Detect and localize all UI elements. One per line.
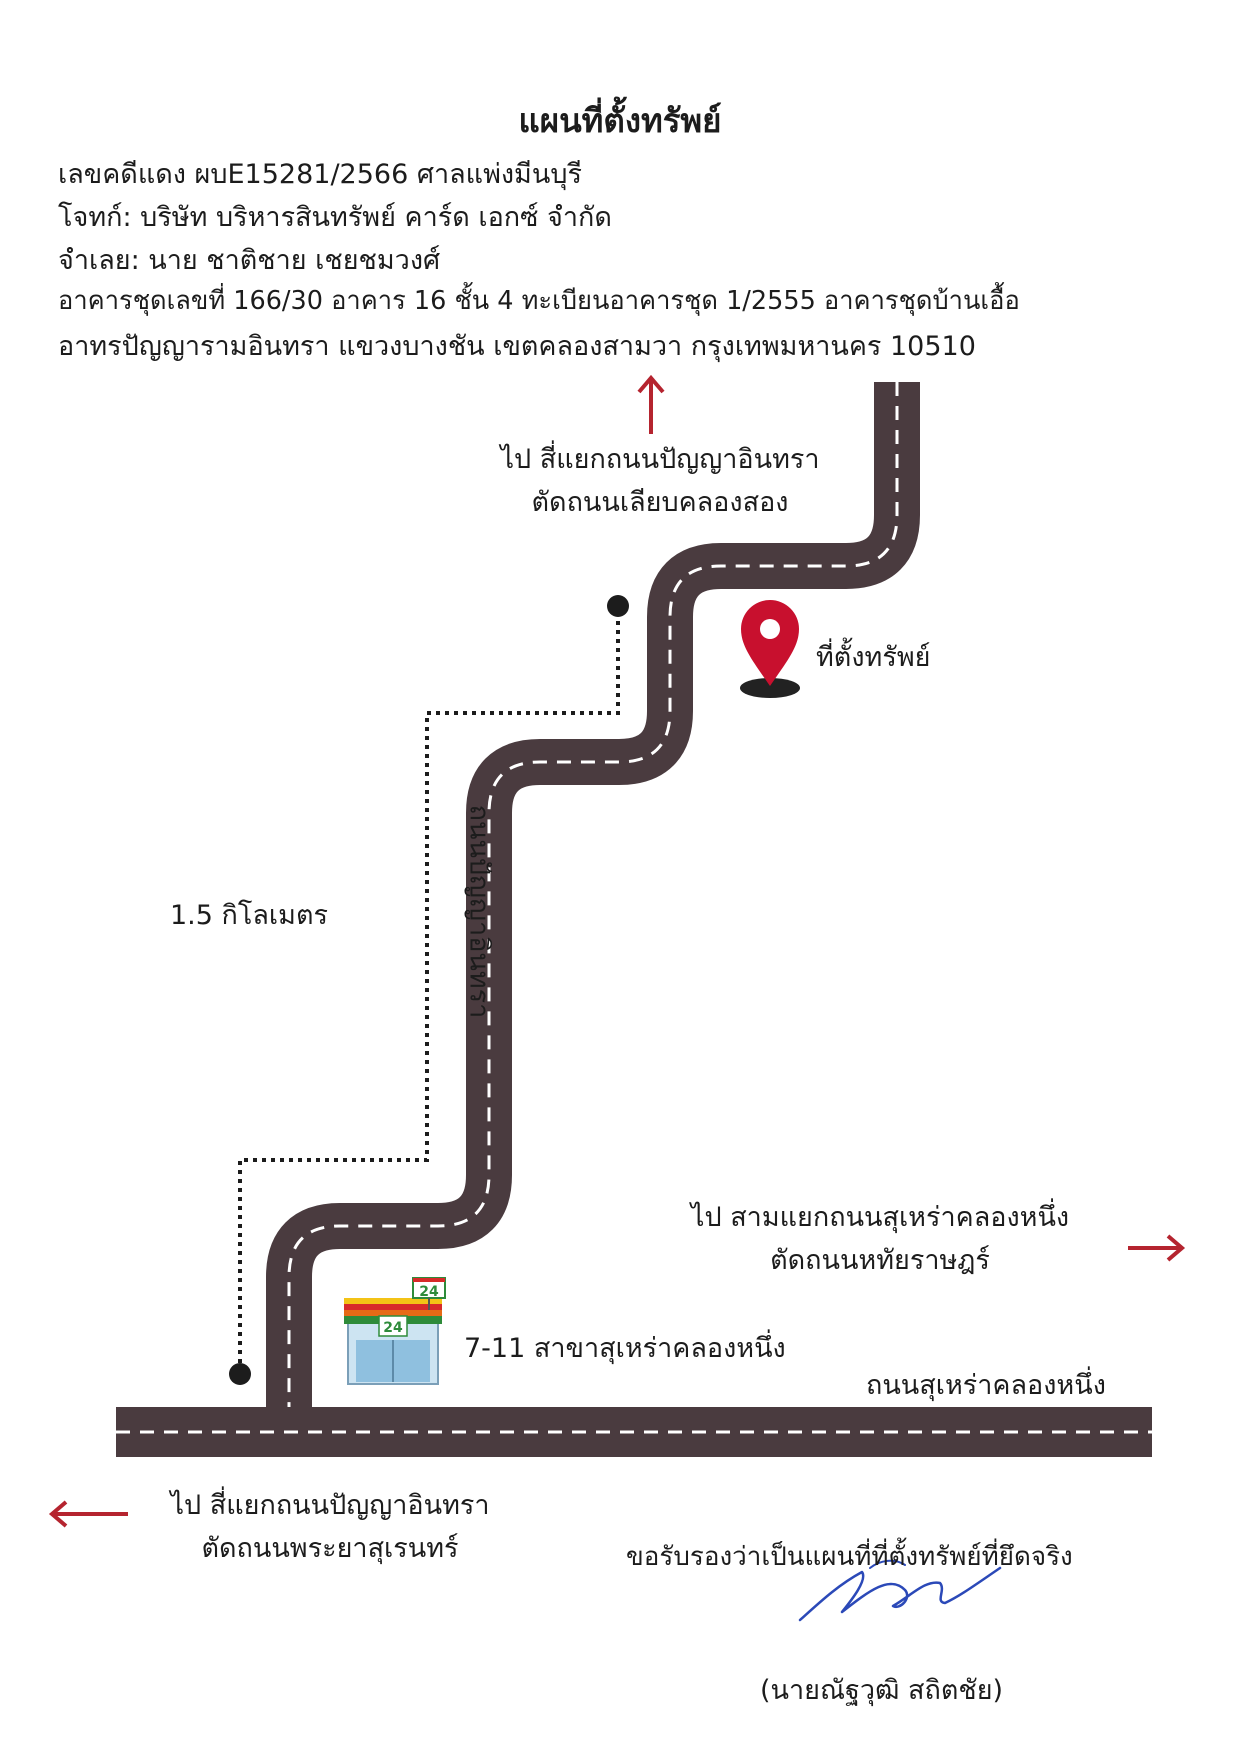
west-direction-line-2: ตัดถนนพระยาสุเรนทร์ [201,1533,459,1564]
case-number: เลขคดีแดง ผบE15281/2566 ศาลแพ่งมีนบุรี [58,159,582,190]
defendant: จำเลย: นาย ชาติชาย เชยชมวงศ์ [58,245,441,276]
west-direction-line-1: ไป สี่แยกถนนปัญญาอินทรา [170,1490,490,1521]
distance-label: 1.5 กิโลเมตร [170,900,328,931]
store-icon: 24 24 [344,1277,446,1385]
store-inner-sign: 24 [383,1320,403,1336]
right-arrow-icon [1128,1234,1186,1262]
up-arrow-icon [637,374,665,434]
left-arrow-icon [48,1500,128,1528]
page-title: แผนที่ตั้งทรัพย์ [518,101,722,140]
signer-name: (นายณัฐวุฒิ สถิตชัย) [760,1675,1004,1706]
winding-road [266,382,920,1420]
property-label: ที่ตั้งทรัพย์ [816,642,931,673]
main-road-name: ถนนสุเหร่าคลองหนึ่ง [866,1370,1106,1401]
north-direction-line-1: ไป สี่แยกถนนปัญญาอินทรา [500,444,820,475]
plaintiff: โจทก์: บริษัท บริหารสินทรัพย์ คาร์ด เอกซ… [58,202,612,233]
certification-statement: ขอรับรองว่าเป็นแผนที่ที่ตั้งทรัพย์ที่ยึด… [626,1542,1073,1572]
address-line-2: อาทรปัญญารามอินทรา แขวงบางชัน เขตคลองสาม… [58,331,976,362]
main-road [116,1407,1152,1457]
distance-route [229,595,629,1385]
store-pole-sign: 24 [419,1284,439,1300]
store-label: 7-11 สาขาสุเหร่าคลองหนึ่ง [464,1333,786,1364]
signature [798,1559,1002,1622]
east-direction-line-1: ไป สามแยกถนนสุเหร่าคลองหนึ่ง [690,1202,1070,1233]
route-start-dot [229,1363,251,1385]
north-direction-line-2: ตัดถนนเลียบคลองสอง [531,487,789,518]
address-line-1: อาคารชุดเลขที่ 166/30 อาคาร 16 ชั้น 4 ทะ… [58,286,1020,316]
location-pin-icon [740,600,800,698]
vertical-road-name: ถนนปัญญาอินทรา [463,804,495,1019]
east-direction-line-2: ตัดถนนหทัยราษฎร์ [770,1245,990,1276]
route-end-dot [607,595,629,617]
